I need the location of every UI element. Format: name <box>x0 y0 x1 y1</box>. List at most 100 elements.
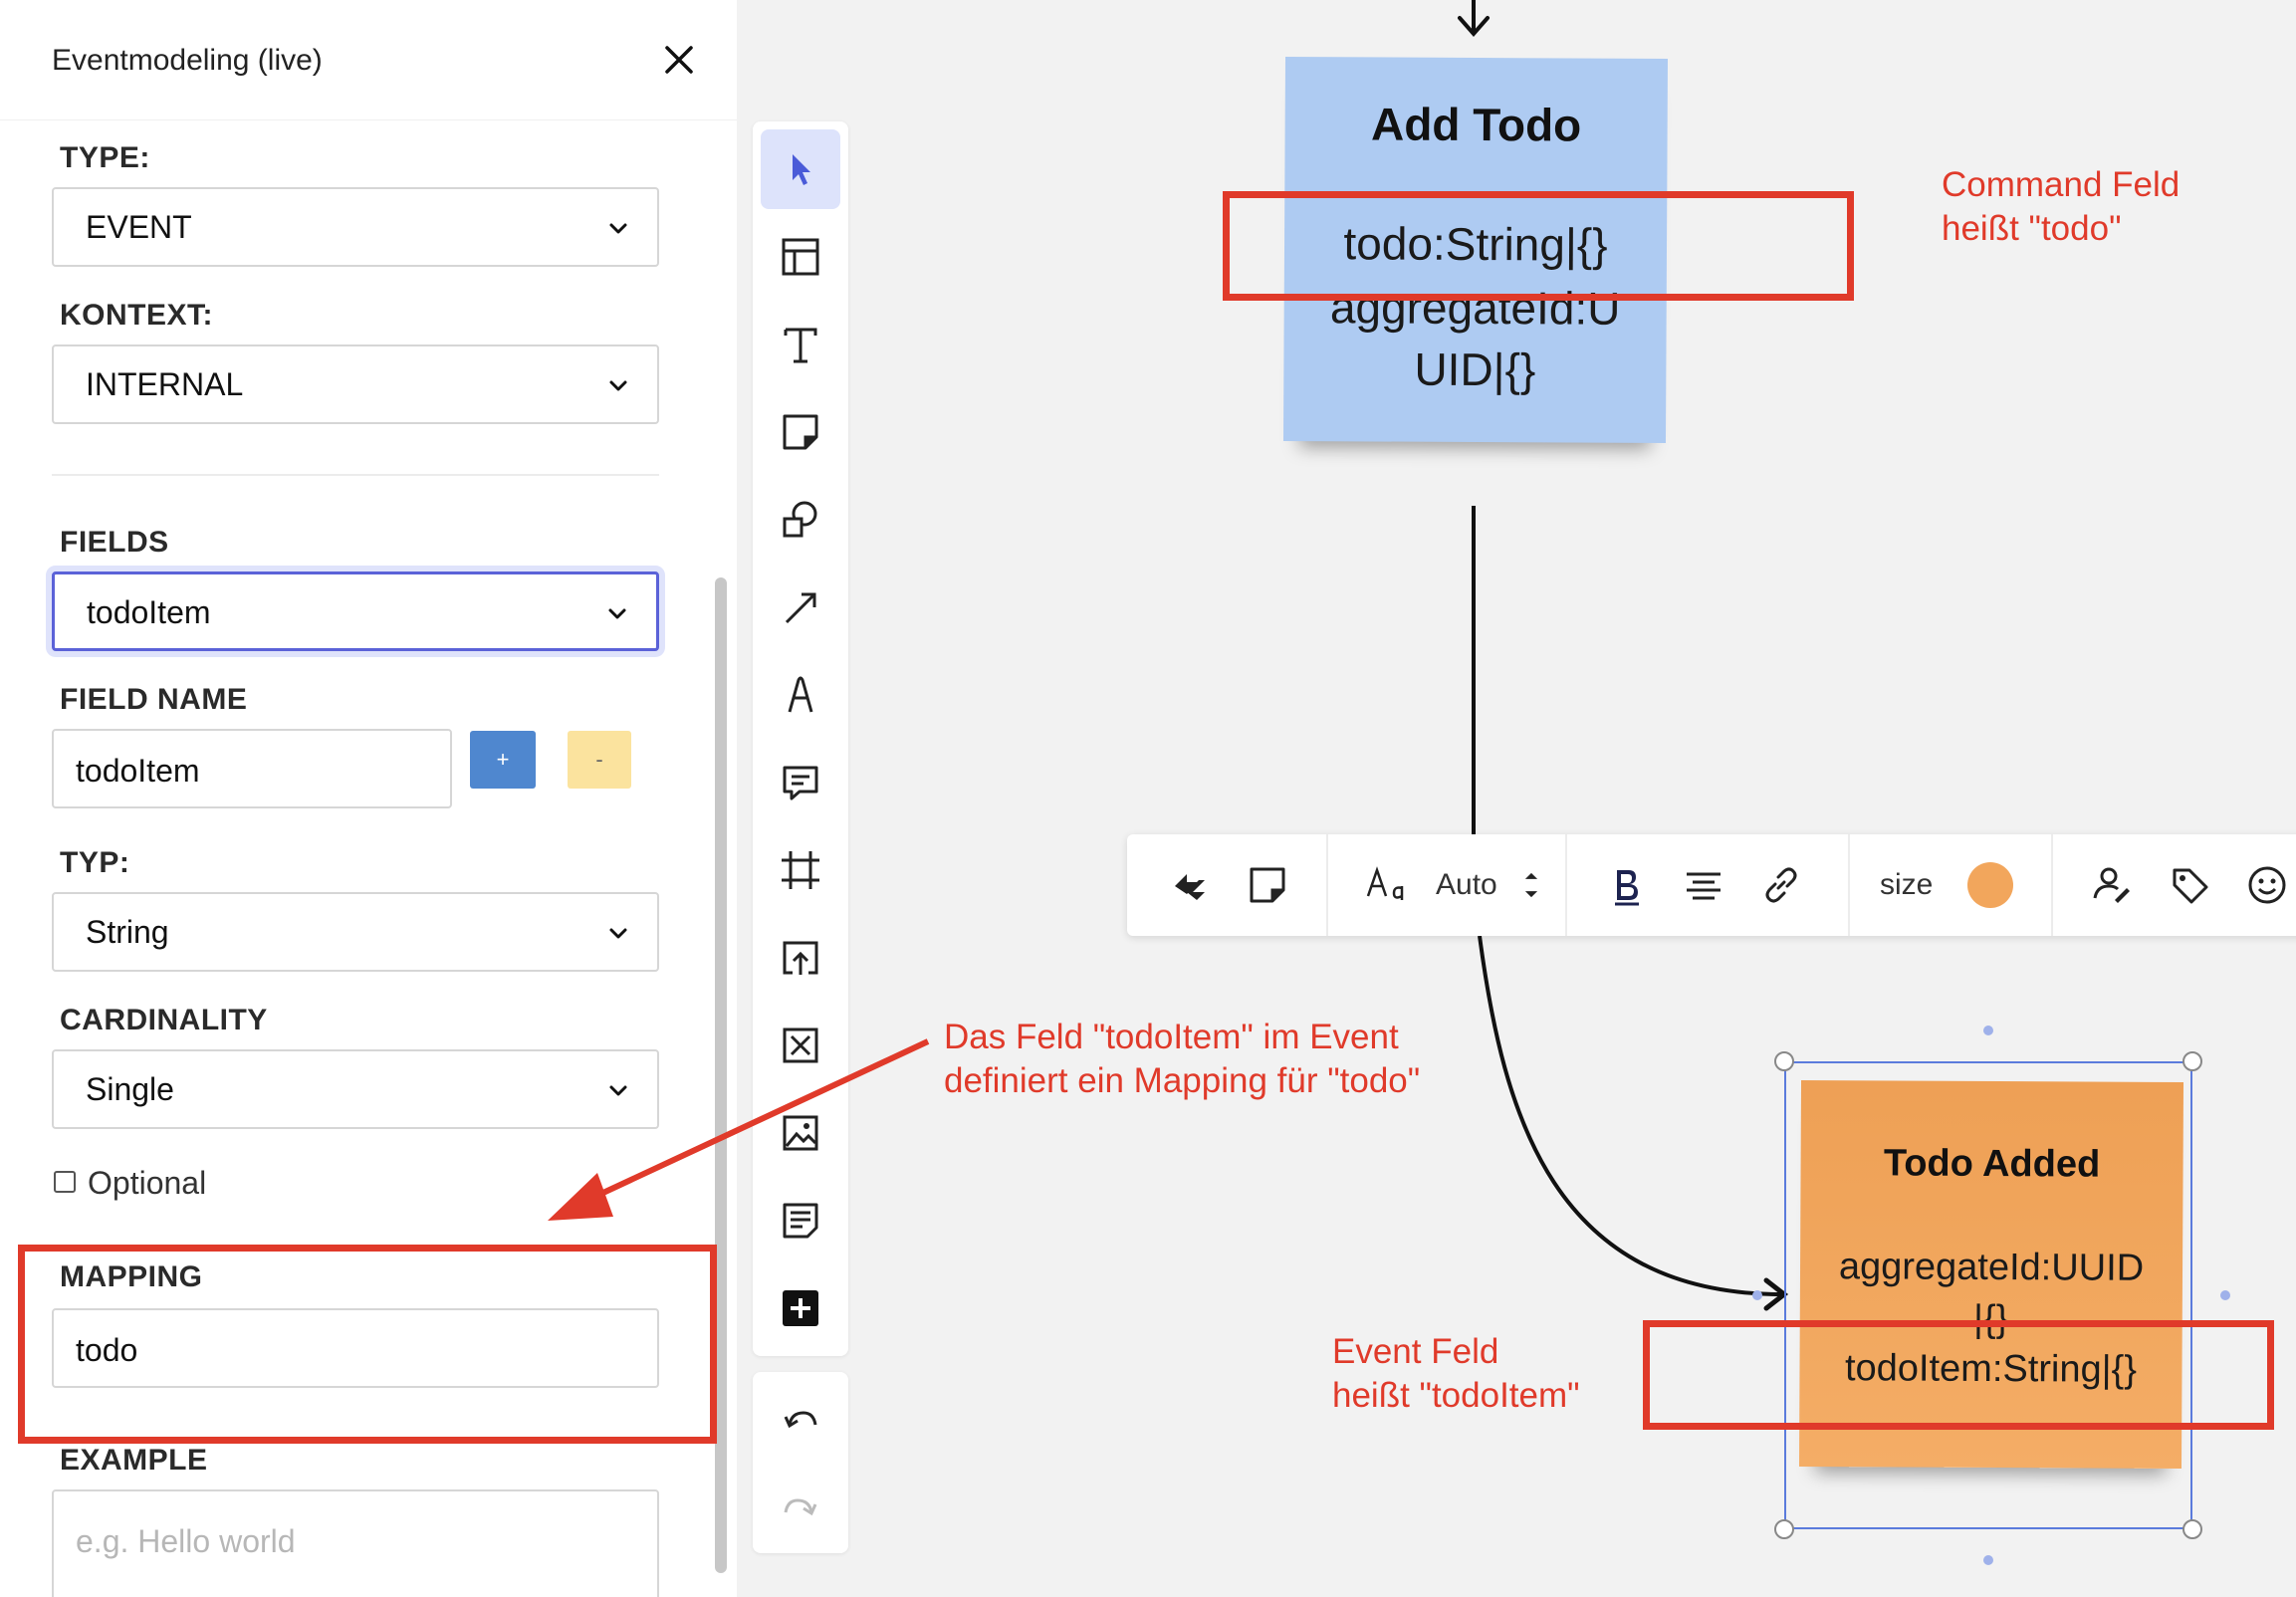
annotation-line: Command Feld <box>1942 165 2181 204</box>
optional-label: Optional <box>88 1165 207 1201</box>
redo-button[interactable] <box>761 1468 840 1547</box>
pen-icon <box>788 676 813 713</box>
sticky-note-tool[interactable] <box>761 392 840 472</box>
mapping-input[interactable]: todo <box>52 1308 659 1388</box>
panel-scrollbar[interactable] <box>715 577 727 1573</box>
panel-header-divider <box>0 119 737 120</box>
command-sticky-note[interactable]: Add Todo todo:String|{} aggregateId:U UI… <box>1282 56 1669 444</box>
resize-handle[interactable] <box>2182 1051 2202 1071</box>
link-button[interactable] <box>1758 858 1804 912</box>
chevron-down-icon <box>609 1085 627 1096</box>
switch-type-button[interactable] <box>1167 858 1213 912</box>
select-tool[interactable] <box>761 129 840 209</box>
annotation-line: heißt "todo" <box>1942 209 2122 248</box>
bold-icon <box>1615 870 1639 906</box>
type-select-value: EVENT <box>86 209 192 245</box>
upload-icon <box>783 941 818 975</box>
toolbar-separator <box>1565 834 1567 936</box>
frame-tool[interactable] <box>761 830 840 910</box>
panel-title: Eventmodeling (live) <box>52 44 323 77</box>
tag-button[interactable] <box>2167 858 2212 912</box>
frame-template-tool[interactable] <box>761 217 840 297</box>
resize-handle[interactable] <box>2182 1519 2202 1539</box>
mapping-annotation: Das Feld "todoItem" im Event definiert e… <box>944 1016 1420 1103</box>
text-tool[interactable] <box>761 305 840 384</box>
command-field-line: UID|{} <box>1414 342 1536 396</box>
command-field-line: aggregateId:U <box>1329 281 1621 335</box>
undo-button[interactable] <box>761 1380 840 1460</box>
user-assign-icon <box>2093 867 2130 903</box>
example-input[interactable]: e.g. Hello world <box>52 1489 659 1597</box>
context-toolbar: Auto size <box>1127 834 2296 936</box>
bold-button[interactable] <box>1603 858 1649 912</box>
stepper-icon <box>1524 872 1537 898</box>
mapping-label: MAPPING <box>60 1260 203 1293</box>
field-name-input[interactable]: todoItem <box>52 729 452 808</box>
embed-tool[interactable] <box>761 1006 840 1085</box>
connection-point[interactable] <box>1983 1026 1993 1035</box>
connector-tool[interactable] <box>761 568 840 647</box>
connection-point[interactable] <box>2220 1290 2230 1300</box>
plus-icon <box>783 1290 818 1326</box>
align-center-icon <box>1687 872 1721 900</box>
upload-tool[interactable] <box>761 918 840 998</box>
mapping-input-value: todo <box>76 1332 138 1368</box>
optional-checkbox[interactable] <box>54 1171 76 1193</box>
fields-select[interactable]: todoItem <box>52 571 659 651</box>
connection-point[interactable] <box>1983 1555 1993 1565</box>
section-divider <box>52 474 659 476</box>
image-tool[interactable] <box>761 1093 840 1173</box>
toolbar-separator <box>1848 834 1850 936</box>
undo-icon <box>784 1411 817 1429</box>
shapes-tool[interactable] <box>761 480 840 560</box>
redo-icon <box>784 1498 817 1516</box>
link-icon <box>1765 867 1797 903</box>
close-icon[interactable] <box>657 38 701 82</box>
document-icon <box>783 1203 818 1239</box>
arrow-icon <box>785 592 816 624</box>
annotation-line: Event Feld <box>1332 1332 1499 1371</box>
context-label: KONTEXT: <box>60 299 213 332</box>
font-icon <box>1366 866 1404 900</box>
comment-icon <box>783 766 818 800</box>
size-control[interactable]: size <box>1880 858 1933 912</box>
add-field-button[interactable]: + <box>470 731 536 789</box>
font-size-control[interactable]: Auto <box>1436 858 1551 912</box>
layout-icon <box>782 238 819 276</box>
typ-select-value: String <box>86 914 169 950</box>
document-tool[interactable] <box>761 1181 840 1260</box>
annotation-line: Das Feld "todoItem" im Event <box>944 1018 1399 1056</box>
frame-icon <box>782 851 819 889</box>
pen-tool[interactable] <box>761 655 840 735</box>
typ-select[interactable]: String <box>52 892 659 972</box>
remove-field-button[interactable]: - <box>568 731 631 789</box>
align-button[interactable] <box>1681 858 1726 912</box>
emoji-icon <box>2248 866 2286 904</box>
connection-point[interactable] <box>1752 1290 1762 1300</box>
resize-handle[interactable] <box>1774 1519 1794 1539</box>
sticky-shape-button[interactable] <box>1245 858 1290 912</box>
typ-label: TYP: <box>60 846 130 879</box>
cardinality-select[interactable]: Single <box>52 1049 659 1129</box>
field-name-label: FIELD NAME <box>60 683 248 716</box>
chevron-down-icon <box>609 928 627 939</box>
tools-toolbar <box>753 121 848 1356</box>
fill-color-button[interactable] <box>1967 858 2013 912</box>
type-select[interactable]: EVENT <box>52 187 659 267</box>
reaction-button[interactable] <box>2244 858 2290 912</box>
resize-handle[interactable] <box>1774 1051 1794 1071</box>
example-input-placeholder: e.g. Hello world <box>76 1523 296 1559</box>
context-select[interactable]: INTERNAL <box>52 344 659 424</box>
switch-icon <box>1175 874 1205 900</box>
cursor-icon <box>793 154 810 185</box>
font-family-button[interactable] <box>1364 858 1410 912</box>
tag-icon <box>2173 868 2208 904</box>
size-label: size <box>1880 868 1934 901</box>
command-field-annotation: Command Feld heißt "todo" <box>1942 163 2180 251</box>
sticky-note-icon <box>783 414 818 450</box>
text-icon <box>784 328 817 363</box>
assign-button[interactable] <box>2089 858 2135 912</box>
comment-tool[interactable] <box>761 743 840 822</box>
history-toolbar <box>753 1372 848 1553</box>
more-tools[interactable] <box>761 1268 840 1348</box>
